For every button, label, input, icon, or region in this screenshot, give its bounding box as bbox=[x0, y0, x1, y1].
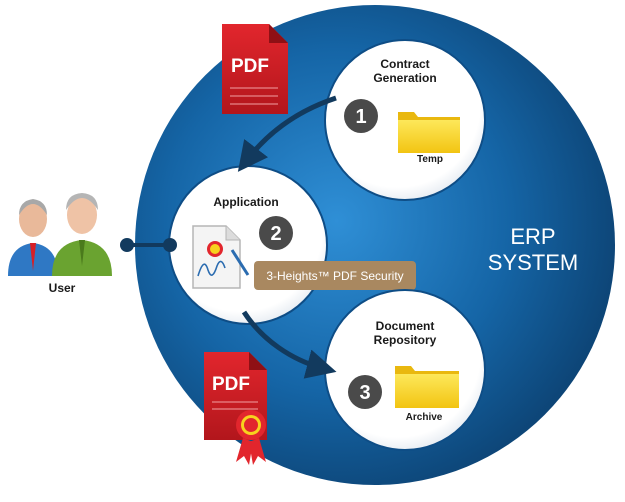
application-title: Application bbox=[213, 195, 278, 209]
user-connector bbox=[120, 238, 177, 252]
erp-label-line2: SYSTEM bbox=[488, 250, 578, 275]
pdf-top-label: PDF bbox=[231, 56, 269, 77]
temp-folder-label: Temp bbox=[417, 154, 443, 165]
erp-label-line1: ERP bbox=[510, 224, 555, 249]
application-node: Application 2 bbox=[168, 165, 328, 325]
user-label: User bbox=[49, 281, 76, 295]
flow-arrow-2 bbox=[241, 310, 337, 379]
step-3-number: 3 bbox=[359, 382, 370, 404]
repository-title-line2: Repository bbox=[374, 333, 437, 347]
folder-icon bbox=[398, 112, 460, 153]
repository-title-line1: Document bbox=[376, 319, 435, 333]
folder-icon bbox=[395, 366, 459, 408]
archive-folder-label: Archive bbox=[406, 412, 443, 423]
contract-title-line2: Generation bbox=[373, 71, 436, 85]
seal-ribbon-icon bbox=[236, 410, 266, 465]
product-name: 3-Heights™ PDF Security bbox=[266, 269, 403, 283]
step-2-badge bbox=[259, 216, 293, 250]
step-1-badge bbox=[344, 99, 378, 133]
step-2-number: 2 bbox=[270, 223, 281, 245]
user-group-icon bbox=[8, 193, 112, 276]
contract-title-line1: Contract bbox=[380, 57, 429, 71]
document-repository-node: Document Repository 3 Archive bbox=[324, 289, 486, 451]
step-3-badge bbox=[348, 375, 382, 409]
contract-generation-node: Contract Generation 1 Temp bbox=[324, 39, 486, 201]
pdf-document-icon: PDF bbox=[222, 24, 288, 114]
step-1-number: 1 bbox=[355, 106, 366, 128]
certified-pdf-icon: PDF bbox=[204, 352, 267, 465]
product-badge: 3-Heights™ PDF Security bbox=[254, 261, 416, 290]
flow-arrow-1 bbox=[237, 95, 337, 172]
pdf-bottom-label: PDF bbox=[212, 374, 250, 395]
signed-document-icon bbox=[192, 225, 250, 289]
